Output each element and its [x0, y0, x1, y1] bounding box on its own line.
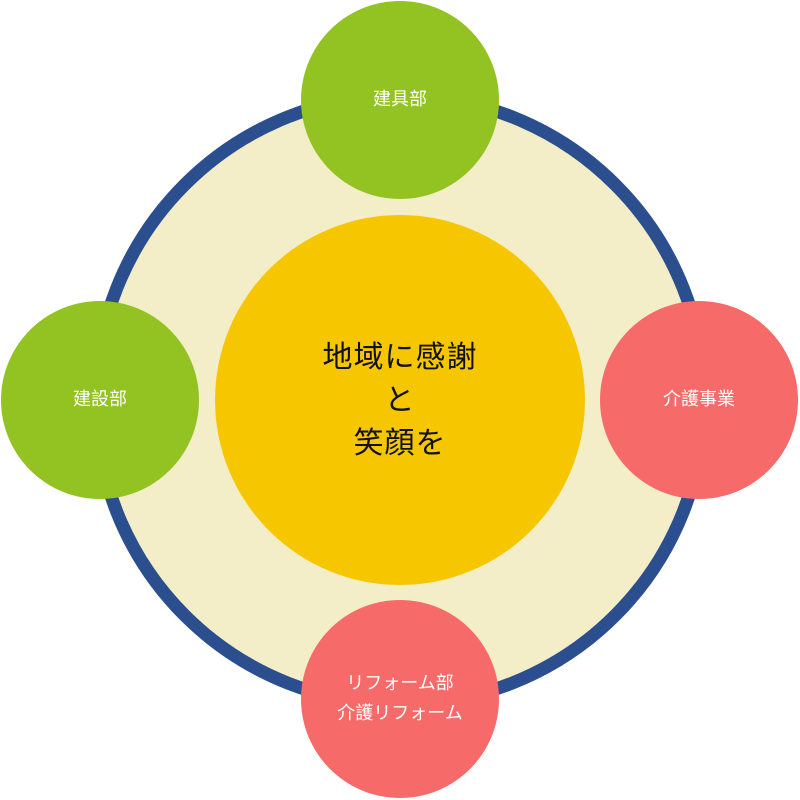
node-joinery-department: 建具部 [301, 1, 499, 199]
node-label: 建具部 [373, 89, 427, 110]
center-line-1: 地域に感謝 [322, 339, 478, 375]
node-label: 介護事業 [663, 389, 735, 410]
node-label-line-2: 介護リフォーム [337, 703, 463, 724]
center-line-3: 笑顔を [353, 425, 447, 461]
center-line-2: と [384, 382, 416, 418]
node-construction-department: 建設部 [1, 301, 199, 499]
node-care-business: 介護事業 [600, 301, 798, 499]
node-renovation-department: リフォーム部 介護リフォーム [301, 600, 499, 798]
node-label: 建設部 [73, 389, 127, 410]
node-label-line-1: リフォーム部 [346, 673, 454, 694]
center-circle: 地域に感謝 と 笑顔を [215, 215, 585, 585]
